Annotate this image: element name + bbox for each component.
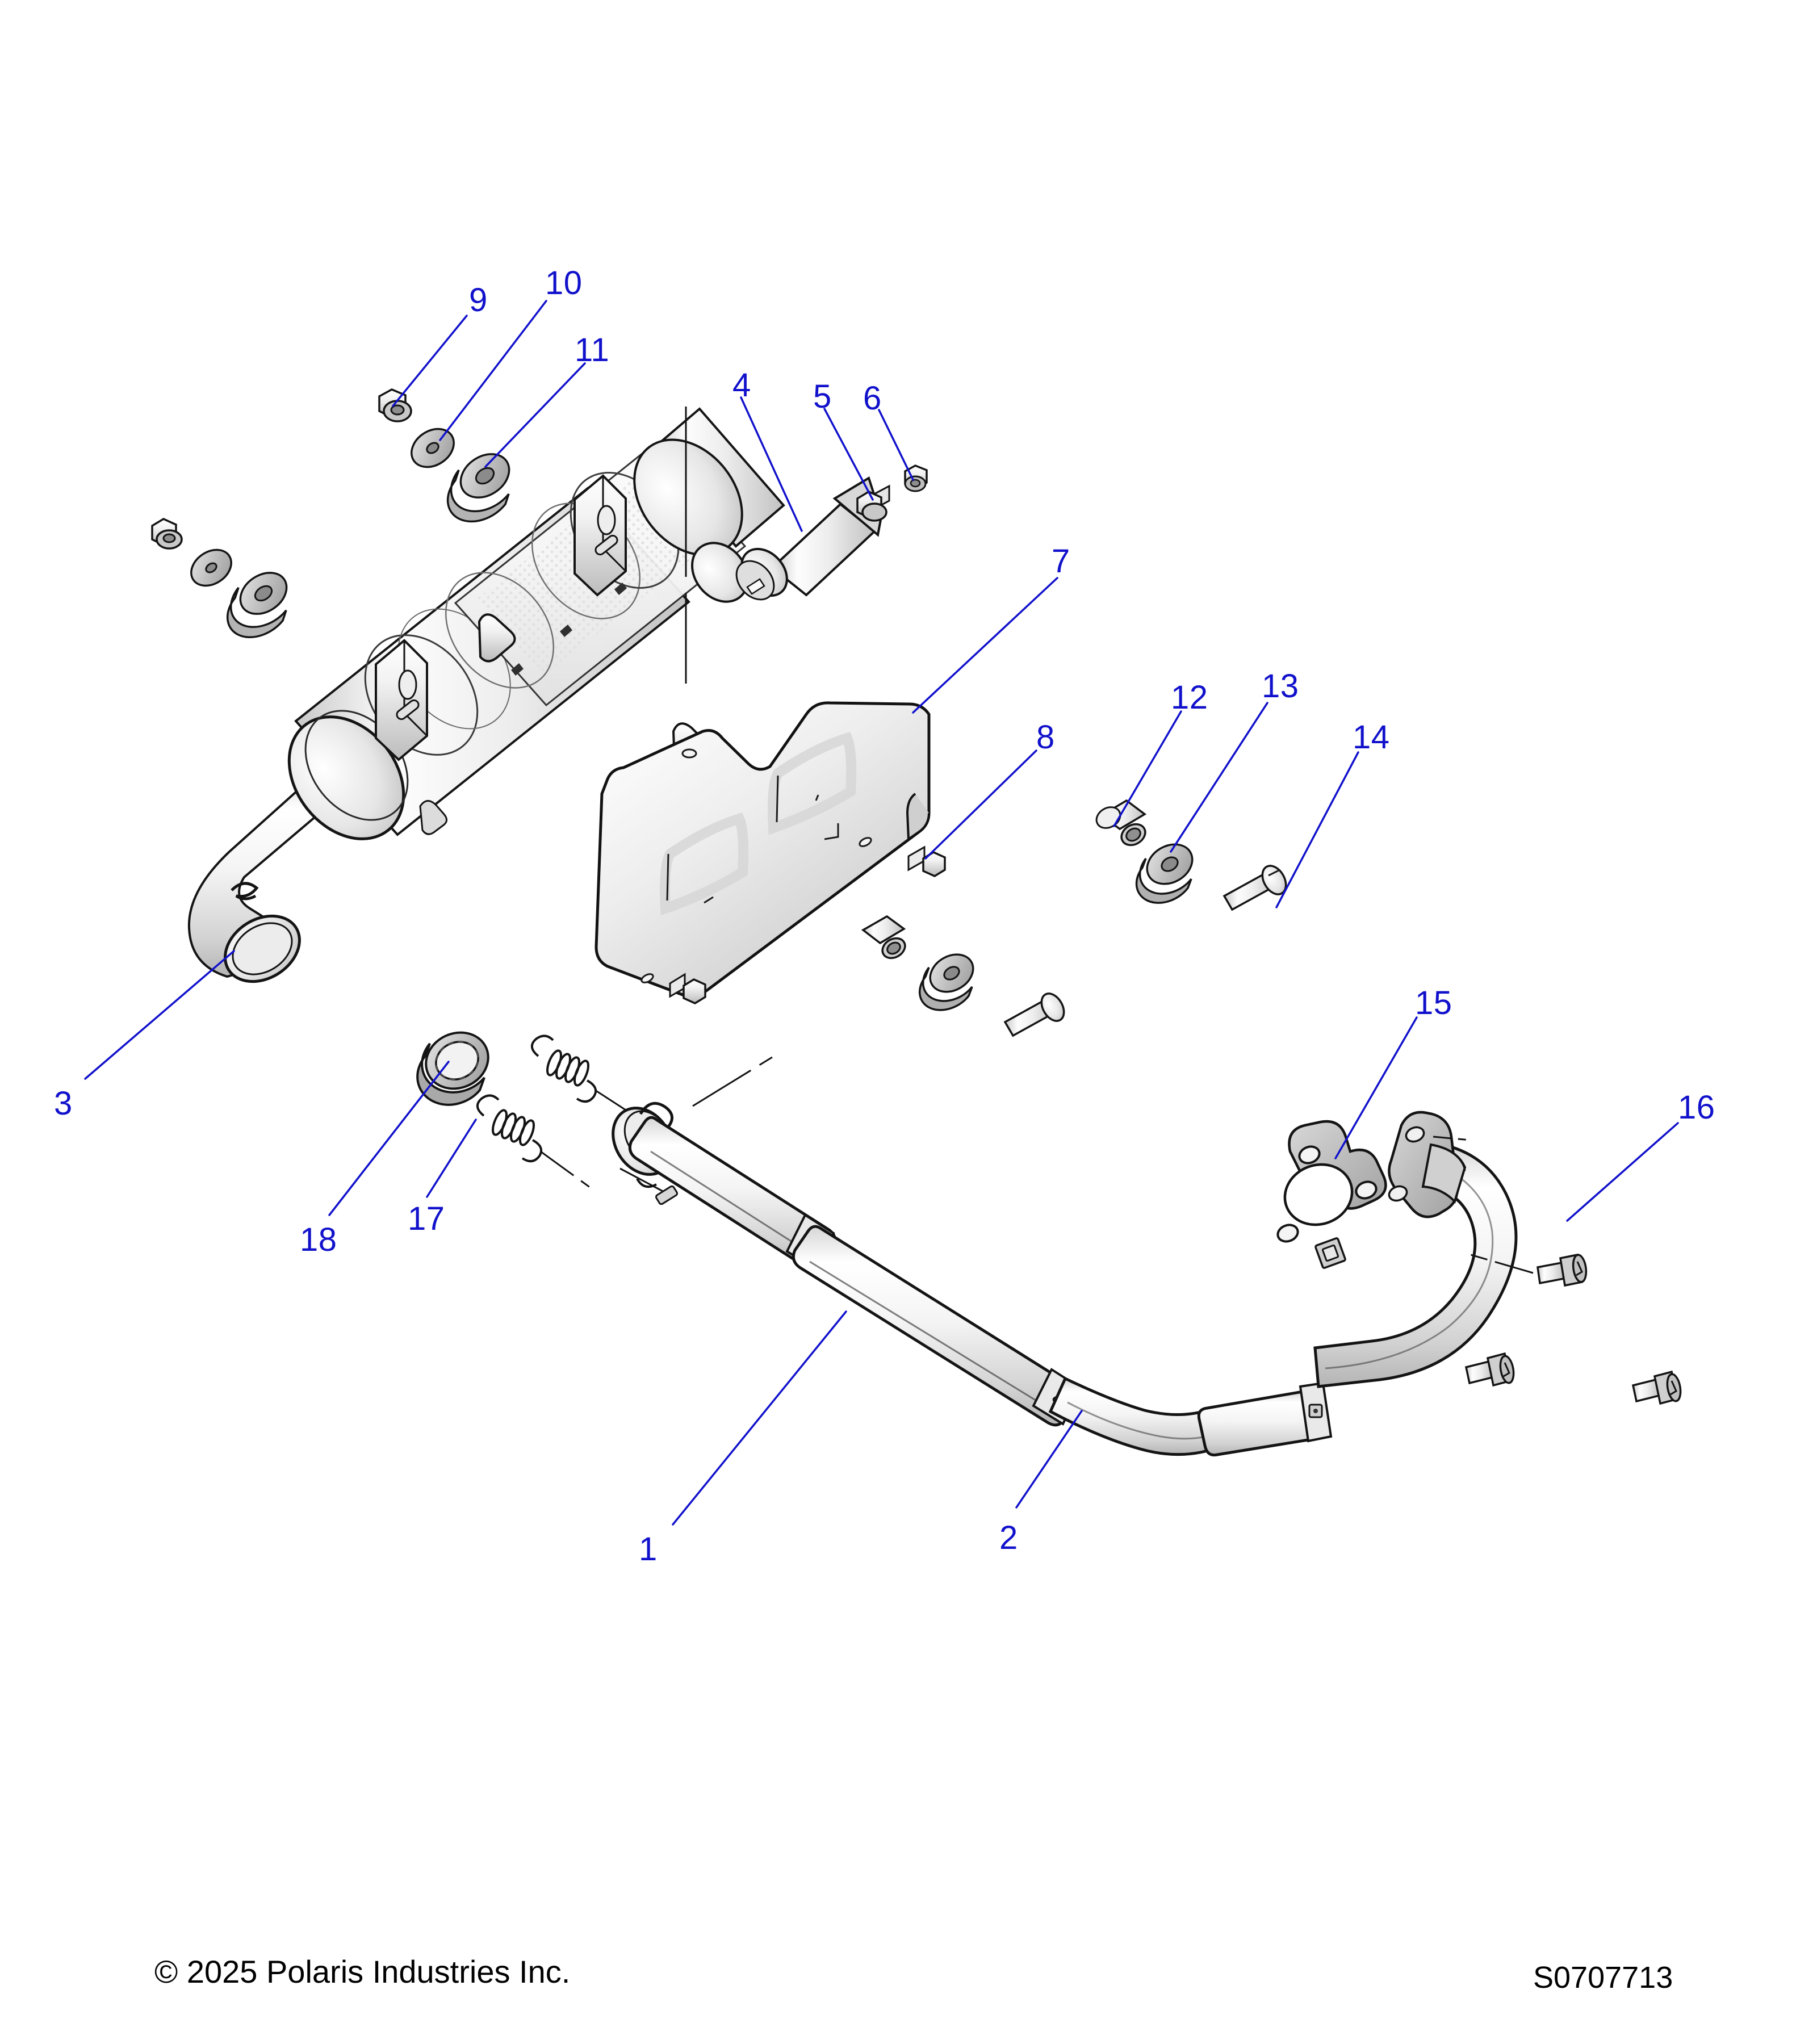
callout-number-8: 8 — [1036, 719, 1055, 756]
callout-number-4: 4 — [732, 367, 751, 404]
callout-leader-lines — [84, 300, 1679, 1526]
exhaust-manifold-gasket-15 — [1276, 1120, 1387, 1269]
leader-line-11 — [484, 362, 586, 468]
leader-line-14 — [1275, 751, 1359, 908]
callout-number-18: 18 — [300, 1221, 337, 1258]
callout-number-9: 9 — [469, 282, 488, 319]
exhaust-spring-17-lower — [476, 1094, 542, 1163]
leader-line-8 — [924, 749, 1037, 860]
callout-number-1: 1 — [639, 1531, 658, 1568]
header-flange-bolt-left — [1464, 1352, 1515, 1387]
leader-line-6 — [878, 409, 914, 481]
isolator-washer-11 — [446, 453, 510, 523]
heat-shield-bolt-lower — [669, 973, 706, 1004]
muffler-tab-small — [419, 800, 447, 835]
header-bolt-group — [1451, 1248, 1682, 1405]
exhaust-spring-17-upper — [531, 1034, 597, 1103]
exhaust-pipe-assembly — [612, 1101, 1518, 1457]
callout-number-15: 15 — [1415, 985, 1452, 1021]
header-u-bend — [1313, 1142, 1518, 1388]
muffler-heat-shield-7 — [594, 701, 931, 998]
leader-line-12 — [1113, 710, 1182, 827]
flange-nut-9 — [378, 388, 412, 422]
seal-and-springs — [416, 1031, 773, 1198]
leader-line-2 — [1015, 1410, 1083, 1509]
callout-number-14: 14 — [1353, 719, 1390, 756]
flat-washer-left — [190, 548, 232, 587]
header-flange-bolt-right — [1631, 1370, 1682, 1405]
callout-number-5: 5 — [813, 378, 832, 415]
muffler-assembly — [187, 407, 785, 983]
drawing-number: S0707713 — [1533, 1961, 1673, 1995]
oxygen-sensor-group — [735, 464, 928, 601]
leader-line-15 — [1334, 1016, 1418, 1159]
mid-pipe-segment-b — [792, 1225, 1079, 1427]
callout-number-13: 13 — [1262, 668, 1299, 705]
sensor-nut-6 — [904, 464, 928, 492]
pipe-clamp-right — [1299, 1381, 1333, 1443]
leader-line-1 — [672, 1310, 847, 1526]
callout-number-7: 7 — [1052, 543, 1070, 580]
large-flat-washer-unlabeled — [918, 953, 974, 1011]
leader-line-13 — [1170, 702, 1268, 853]
shoulder-bolt-unlabeled — [1003, 992, 1065, 1037]
sensor-bolt-5 — [856, 484, 890, 522]
leader-line-4 — [740, 396, 803, 532]
callout-number-10: 10 — [545, 265, 583, 301]
muffler-mount-bracket-upper-right — [573, 474, 627, 597]
shoulder-bolt-14 — [1223, 865, 1287, 911]
leader-line-17 — [426, 1119, 477, 1198]
flat-washer-10 — [411, 428, 455, 468]
spacer-sleeve-12 — [1095, 799, 1147, 847]
muffler-tailpipe — [187, 770, 340, 983]
leader-line-18 — [328, 1061, 450, 1216]
leader-line-5 — [823, 408, 874, 501]
callout-number-17: 17 — [408, 1200, 445, 1237]
muffler-mount-bracket-upper-left — [375, 639, 428, 761]
fastener-group-mid-left — [151, 518, 288, 639]
flange-nut-left — [151, 518, 183, 550]
isolator-washer-left — [226, 572, 288, 639]
callout-number-2: 2 — [999, 1519, 1018, 1556]
leader-line-10 — [439, 300, 547, 441]
large-flat-washer-13 — [1135, 843, 1194, 904]
spacer-sleeve-unlabeled — [861, 915, 906, 960]
header-flange — [1388, 1111, 1471, 1218]
copyright-notice: © 2025 Polaris Industries Inc. — [154, 1954, 571, 1989]
muffler-outlet-dome — [690, 542, 750, 603]
muffler-mount-bracket-lower — [478, 613, 516, 663]
spring-hook-tab — [231, 882, 259, 900]
heat-shield-bolt-8 — [907, 845, 946, 877]
pipe-bend-lower — [1048, 1376, 1225, 1456]
leader-line-16 — [1566, 1122, 1679, 1222]
callout-number-16: 16 — [1678, 1089, 1715, 1126]
leader-line-3 — [84, 950, 235, 1080]
fastener-group-upper-left — [378, 388, 510, 523]
leader-line-7 — [912, 577, 1058, 714]
fastener-group-shield — [669, 799, 1287, 1037]
callout-number-11: 11 — [575, 332, 610, 368]
callout-number-3: 3 — [54, 1085, 73, 1122]
header-flange-bolt-16 — [1451, 1248, 1588, 1287]
callout-number-12: 12 — [1171, 679, 1208, 716]
leader-line-9 — [392, 315, 468, 407]
callout-number-6: 6 — [863, 380, 882, 417]
exhaust-seal-ring-18 — [416, 1031, 489, 1106]
